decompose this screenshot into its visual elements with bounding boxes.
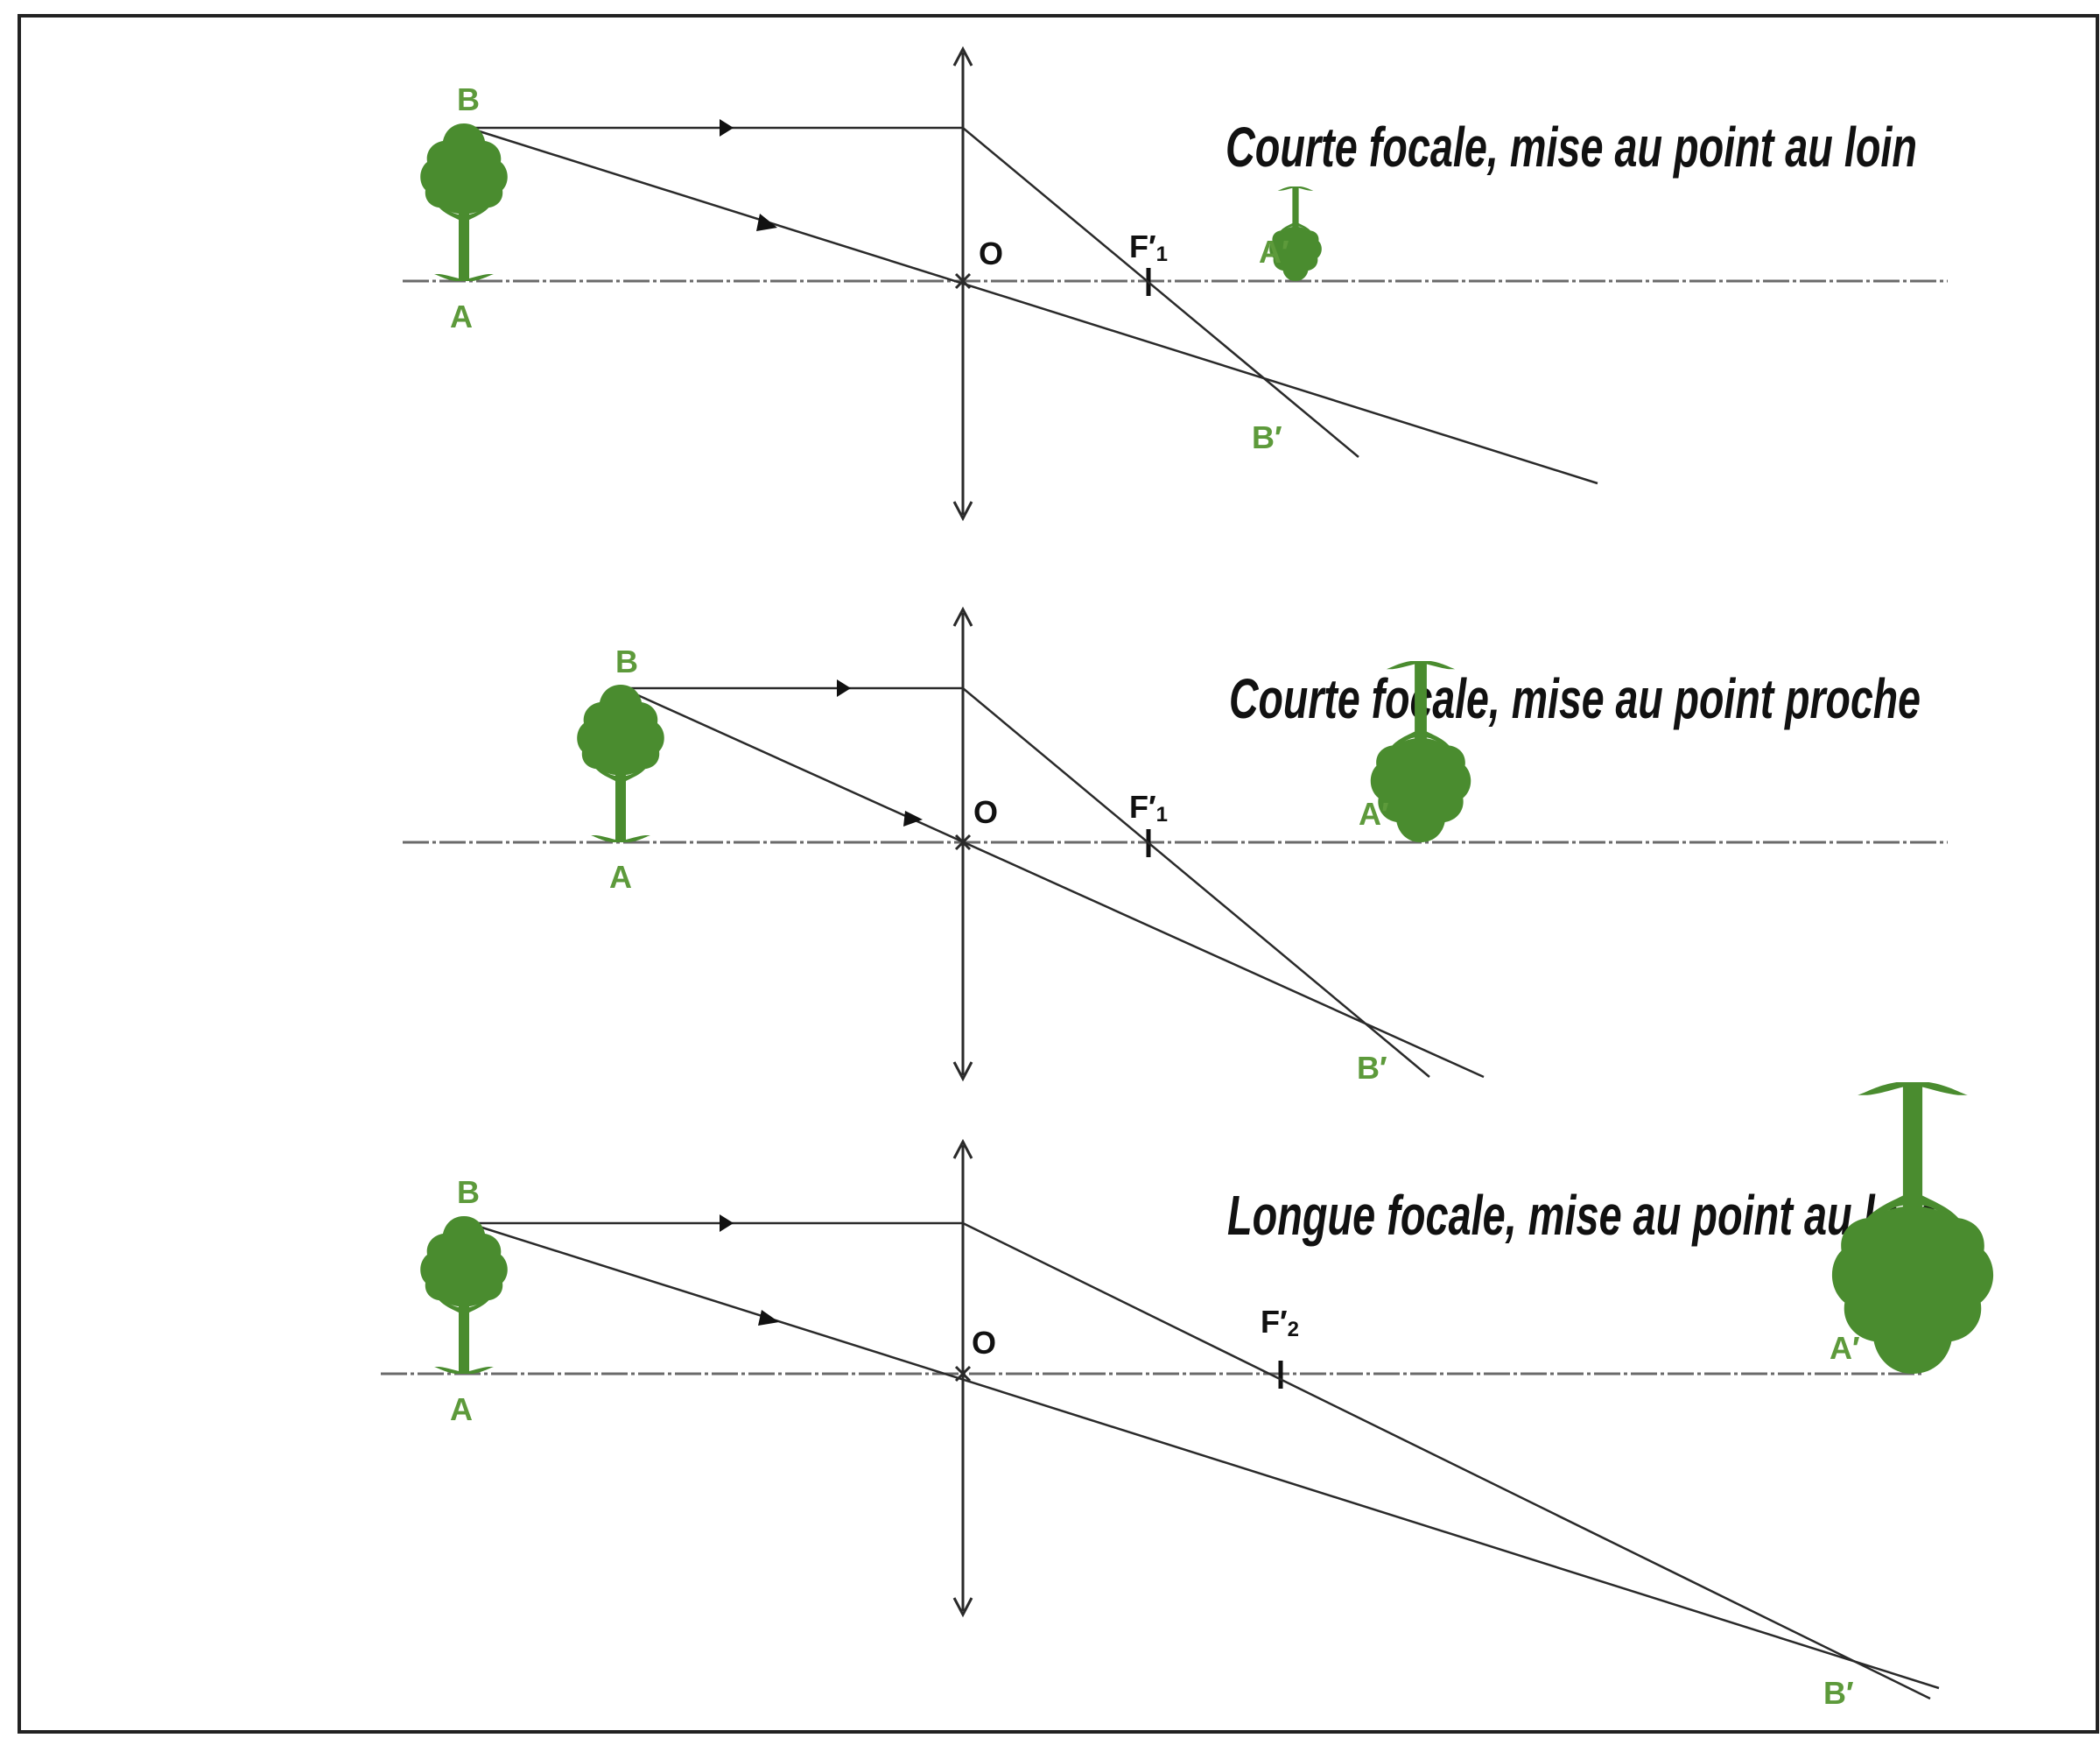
- label-b-prime: B′: [1357, 1050, 1387, 1086]
- label-b: B: [615, 644, 638, 679]
- label-a-prime: A′: [1359, 796, 1389, 832]
- panel-title: Courte focale, mise au point proche: [1229, 667, 1921, 730]
- label-o: O: [973, 794, 998, 830]
- outer-border: [18, 14, 2099, 1734]
- label-focal: F′1: [1129, 789, 1168, 827]
- panel-title: Longue focale, mise au point au loin: [1227, 1184, 1936, 1247]
- ray-arrow: [758, 1310, 779, 1326]
- label-a: A: [450, 299, 473, 334]
- label-a: A: [609, 859, 632, 895]
- label-b-prime: B′: [1823, 1675, 1854, 1711]
- ray-arrow: [720, 119, 734, 137]
- label-b: B: [457, 81, 480, 117]
- label-focal: F′1: [1129, 229, 1168, 266]
- panel-long-focal-far: Longue focale, mise au point au loin B A…: [381, 1082, 1993, 1711]
- label-focal: F′2: [1261, 1304, 1299, 1341]
- label-a-prime: A′: [1830, 1330, 1860, 1366]
- label-b: B: [457, 1174, 480, 1210]
- light-rays: [622, 686, 1485, 1079]
- label-a-prime: A′: [1259, 234, 1289, 270]
- panel-title: Courte focale, mise au point au loin: [1226, 116, 1917, 179]
- ray-arrow: [756, 214, 777, 231]
- label-b-prime: B′: [1252, 419, 1282, 455]
- object-tree: [420, 1216, 508, 1374]
- ray-arrow: [837, 679, 851, 697]
- panel-short-focal-near: Courte focale, mise au point proche B A …: [403, 606, 1948, 1086]
- object-tree: [577, 685, 664, 842]
- object-tree: [420, 123, 508, 281]
- light-rays: [467, 1221, 1940, 1700]
- ray-arrow: [903, 811, 923, 827]
- label-o: O: [979, 236, 1003, 271]
- ray-arrow: [720, 1214, 734, 1232]
- panel-short-focal-far: Courte focale, mise au point au loin B A…: [403, 46, 1948, 522]
- light-rays: [467, 126, 1598, 485]
- label-a: A: [450, 1391, 473, 1427]
- label-o: O: [972, 1325, 996, 1361]
